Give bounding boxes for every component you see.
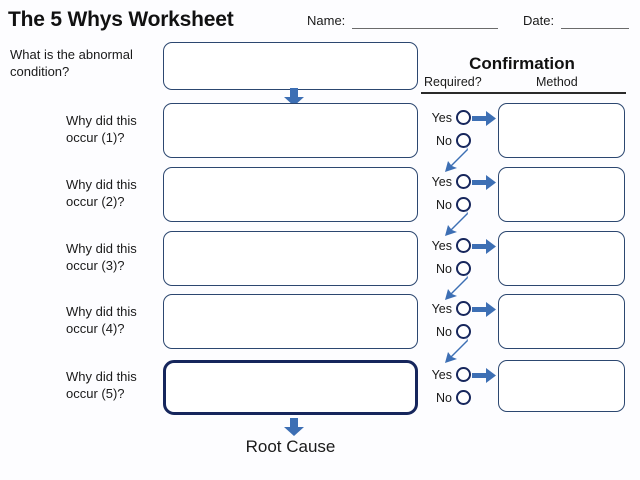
confirmation-yes-4[interactable]: Yes bbox=[428, 301, 471, 316]
confirmation-yes-1[interactable]: Yes bbox=[428, 110, 471, 125]
name-label: Name: bbox=[307, 13, 346, 28]
answer-box-why-4[interactable] bbox=[163, 294, 418, 349]
confirmation-no-4[interactable]: No bbox=[428, 324, 471, 339]
question-label-why-4: Why did this occur (4)? bbox=[66, 304, 137, 336]
answer-box-abnormal-condition[interactable] bbox=[163, 42, 418, 90]
no-label-3: No bbox=[436, 261, 452, 276]
no-arrow-diagonal-icon-1 bbox=[445, 144, 468, 172]
question-label-why-5: Why did this occur (5)? bbox=[66, 369, 137, 401]
yes-label-5: Yes bbox=[431, 367, 452, 382]
no-radio-4[interactable] bbox=[456, 324, 471, 339]
yes-radio-1[interactable] bbox=[456, 110, 471, 125]
confirmation-yes-5[interactable]: Yes bbox=[428, 367, 471, 382]
answer-box-why-1[interactable] bbox=[163, 103, 418, 158]
yes-label-3: Yes bbox=[431, 238, 452, 253]
yes-radio-2[interactable] bbox=[456, 174, 471, 189]
yes-arrow-right-icon-4 bbox=[472, 302, 496, 317]
method-box-1[interactable] bbox=[498, 103, 625, 158]
yes-arrow-right-icon-3 bbox=[472, 239, 496, 254]
no-label-2: No bbox=[436, 197, 452, 212]
question-label-why-3: Why did this occur (3)? bbox=[66, 241, 137, 273]
yes-label-4: Yes bbox=[431, 301, 452, 316]
confirmation-yes-3[interactable]: Yes bbox=[428, 238, 471, 253]
confirmation-no-1[interactable]: No bbox=[428, 133, 471, 148]
required-column-header: Required? bbox=[424, 75, 482, 89]
confirmation-no-3[interactable]: No bbox=[428, 261, 471, 276]
yes-label-2: Yes bbox=[431, 174, 452, 189]
answer-box-why-2[interactable] bbox=[163, 167, 418, 222]
question-label-why-1: Why did this occur (1)? bbox=[66, 113, 137, 145]
confirmation-yes-2[interactable]: Yes bbox=[428, 174, 471, 189]
yes-radio-3[interactable] bbox=[456, 238, 471, 253]
answer-box-why-3[interactable] bbox=[163, 231, 418, 286]
yes-arrow-right-icon-5 bbox=[472, 368, 496, 383]
yes-arrow-right-icon-1 bbox=[472, 111, 496, 126]
question-label-abnormal-condition: What is the abnormal condition? bbox=[10, 47, 133, 79]
no-arrow-diagonal-icon-4 bbox=[445, 335, 468, 363]
method-column-header: Method bbox=[536, 75, 578, 89]
no-label-1: No bbox=[436, 133, 452, 148]
yes-radio-4[interactable] bbox=[456, 301, 471, 316]
flow-arrow-down-icon bbox=[284, 88, 304, 106]
no-radio-3[interactable] bbox=[456, 261, 471, 276]
name-input-line[interactable] bbox=[352, 28, 498, 29]
question-label-why-2: Why did this occur (2)? bbox=[66, 177, 137, 209]
page-title: The 5 Whys Worksheet bbox=[8, 8, 234, 31]
no-label-5: No bbox=[436, 390, 452, 405]
no-radio-2[interactable] bbox=[456, 197, 471, 212]
yes-arrow-right-icon-2 bbox=[472, 175, 496, 190]
confirmation-heading: Confirmation bbox=[469, 54, 575, 73]
method-box-2[interactable] bbox=[498, 167, 625, 222]
no-radio-5[interactable] bbox=[456, 390, 471, 405]
date-label: Date: bbox=[523, 13, 555, 28]
method-box-5[interactable] bbox=[498, 360, 625, 412]
root-cause-label: Root Cause bbox=[245, 437, 336, 456]
root-cause-arrow-down-icon bbox=[284, 418, 304, 436]
method-box-3[interactable] bbox=[498, 231, 625, 286]
confirmation-no-5[interactable]: No bbox=[428, 390, 471, 405]
method-box-4[interactable] bbox=[498, 294, 625, 349]
yes-label-1: Yes bbox=[431, 110, 452, 125]
no-arrow-diagonal-icon-3 bbox=[445, 272, 468, 300]
confirmation-header-divider bbox=[421, 92, 626, 94]
no-label-4: No bbox=[436, 324, 452, 339]
yes-radio-5[interactable] bbox=[456, 367, 471, 382]
date-input-line[interactable] bbox=[561, 28, 629, 29]
answer-box-why-5[interactable] bbox=[163, 360, 418, 415]
no-arrow-diagonal-icon-2 bbox=[445, 208, 468, 236]
no-radio-1[interactable] bbox=[456, 133, 471, 148]
confirmation-no-2[interactable]: No bbox=[428, 197, 471, 212]
